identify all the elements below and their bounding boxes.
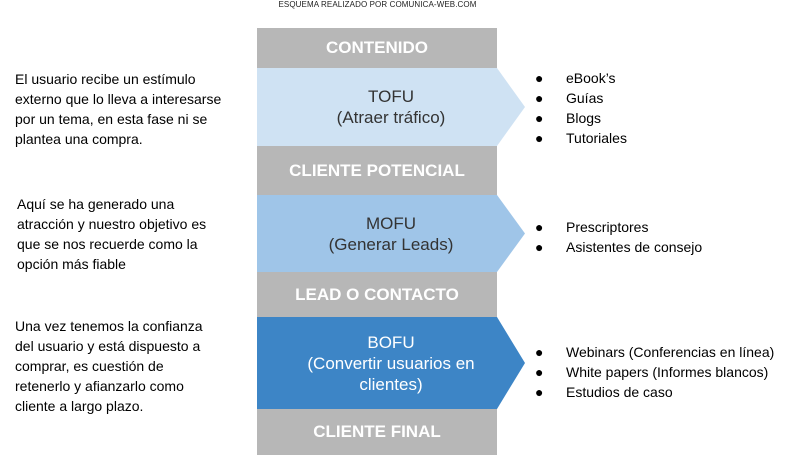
bullet-item: ● Tutoriales	[535, 128, 627, 148]
stage-tofu-text: TOFU (Atraer tráfico)	[271, 86, 511, 128]
stage-mofu-text: MOFU (Generar Leads)	[271, 213, 511, 255]
description-line: cliente a largo plazo.	[15, 398, 144, 414]
bullet-icon: ●	[535, 130, 544, 146]
bullet-item: ● Blogs	[535, 108, 627, 128]
description-line: opción más fiable	[17, 256, 126, 272]
bullet-item: ● Asistentes de consejo	[535, 237, 702, 257]
bullet-text: Webinars (Conferencias en línea)	[566, 344, 775, 360]
bullet-item: ● White papers (Informes blancos)	[535, 362, 774, 382]
bullet-item: ● Guías	[535, 88, 627, 108]
description-mofu: Aquí se ha generado una atracción y nues…	[17, 194, 252, 274]
bullet-list-tofu: ● eBook’s ● Guías ● Blogs ● Tutoriales	[535, 68, 627, 148]
bullet-text: eBook’s	[566, 70, 616, 86]
bullet-icon: ●	[535, 364, 544, 380]
bullet-icon: ●	[535, 384, 544, 400]
bullet-icon: ●	[535, 239, 544, 255]
description-tofu: El usuario recibe un estímulo externo qu…	[15, 69, 250, 149]
bullet-text: Prescriptores	[566, 219, 649, 235]
bullet-text: White papers (Informes blancos)	[566, 364, 769, 380]
band-cliente-final: CLIENTE FINAL	[257, 409, 497, 455]
stage-tofu-arrow-polygon	[257, 68, 525, 146]
description-line: retenerlo y afianzarlo como	[15, 378, 184, 394]
stage-tofu-title: TOFU	[368, 87, 414, 106]
stage-bofu-title: BOFU	[367, 332, 415, 352]
stage-bofu: BOFU (Convertir usuarios en clientes)	[257, 317, 525, 409]
bullet-text: Estudios de caso	[566, 384, 673, 400]
bullet-item: ● Estudios de caso	[535, 382, 774, 402]
stage-bofu-subtitle-line-1: (Convertir usuarios en	[307, 353, 475, 373]
stage-tofu: TOFU (Atraer tráfico)	[257, 68, 525, 146]
stage-mofu-subtitle: (Generar Leads)	[328, 234, 454, 254]
description-line: plantea una compra.	[15, 131, 143, 147]
bullet-icon: ●	[535, 110, 544, 126]
description-line: que se nos recuerde como la	[17, 236, 198, 252]
bullet-item: ● eBook’s	[535, 68, 627, 88]
bullet-text: Guías	[566, 90, 604, 106]
description-line: comprar, es cuestión de	[15, 358, 164, 374]
bullet-icon: ●	[535, 219, 544, 235]
stage-mofu: MOFU (Generar Leads)	[257, 195, 525, 272]
description-line: atracción y nuestro objetivo es	[17, 216, 207, 232]
stage-tofu-arrow-shape	[257, 68, 525, 146]
bullet-list-mofu: ● Prescriptores ● Asistentes de consejo	[535, 217, 702, 257]
bullet-list-bofu: ● Webinars (Conferencias en línea) ● White…	[535, 342, 774, 402]
bullet-text: Tutoriales	[566, 130, 627, 146]
description-bofu: Una vez tenemos la confianza del usuario…	[15, 316, 250, 416]
bullet-icon: ●	[535, 70, 544, 86]
stage-tofu-subtitle: (Atraer tráfico)	[336, 108, 446, 127]
description-line: Una vez tenemos la confianza	[15, 318, 203, 334]
description-line: externo que lo lleva a interesarse	[15, 91, 222, 107]
bullet-icon: ●	[535, 344, 544, 360]
credit-caption: ESQUEMA REALIZADO POR COMUNICA-WEB.COM	[278, 0, 477, 9]
band-lead-contacto: LEAD O CONTACTO	[257, 272, 497, 317]
stage-mofu-arrow-shape	[257, 195, 525, 272]
description-line: por un tema, en esta fase ni se	[15, 111, 208, 127]
bullet-text: Asistentes de consejo	[566, 239, 703, 255]
bullet-item: ● Prescriptores	[535, 217, 702, 237]
description-line: El usuario recibe un estímulo	[15, 71, 196, 87]
stage-bofu-arrow-shape	[257, 317, 525, 409]
stage-bofu-subtitle-line-2: clientes)	[359, 374, 423, 394]
band-cliente-potencial: CLIENTE POTENCIAL	[257, 146, 497, 195]
stage-bofu-arrow-polygon	[257, 317, 525, 409]
bullet-text: Blogs	[566, 110, 602, 126]
bullet-icon: ●	[535, 90, 544, 106]
description-line: Aquí se ha generado una	[17, 196, 175, 212]
stage-bofu-text: BOFU (Convertir usuarios en clientes)	[271, 332, 511, 395]
bullet-item: ● Webinars (Conferencias en línea)	[535, 342, 774, 362]
band-contenido: CONTENIDO	[257, 28, 497, 68]
stage-mofu-arrow-polygon	[257, 195, 525, 272]
stage-mofu-title: MOFU	[365, 213, 417, 233]
description-line: del usuario y está dispuesto a	[15, 338, 201, 354]
